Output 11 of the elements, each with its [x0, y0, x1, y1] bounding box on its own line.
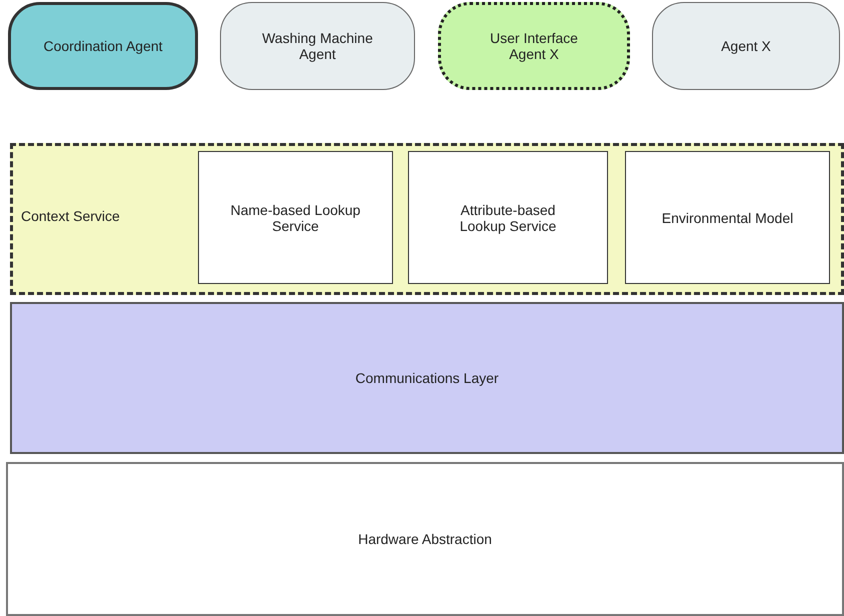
context-service-band: [10, 143, 844, 295]
agent-pill: User Interface Agent X: [438, 2, 630, 90]
service-box: Environmental Model: [625, 151, 830, 284]
service-box: Attribute-based Lookup Service: [408, 151, 608, 284]
band-title: Context Service: [21, 208, 120, 224]
agent-pill: Agent X: [652, 2, 840, 90]
agent-pill: Washing Machine Agent: [220, 2, 415, 90]
service-box: Name-based Lookup Service: [198, 151, 393, 284]
agent-pill: Coordination Agent: [8, 2, 198, 90]
layer-band: Hardware Abstraction: [6, 462, 844, 616]
layer-band: Communications Layer: [10, 302, 844, 454]
